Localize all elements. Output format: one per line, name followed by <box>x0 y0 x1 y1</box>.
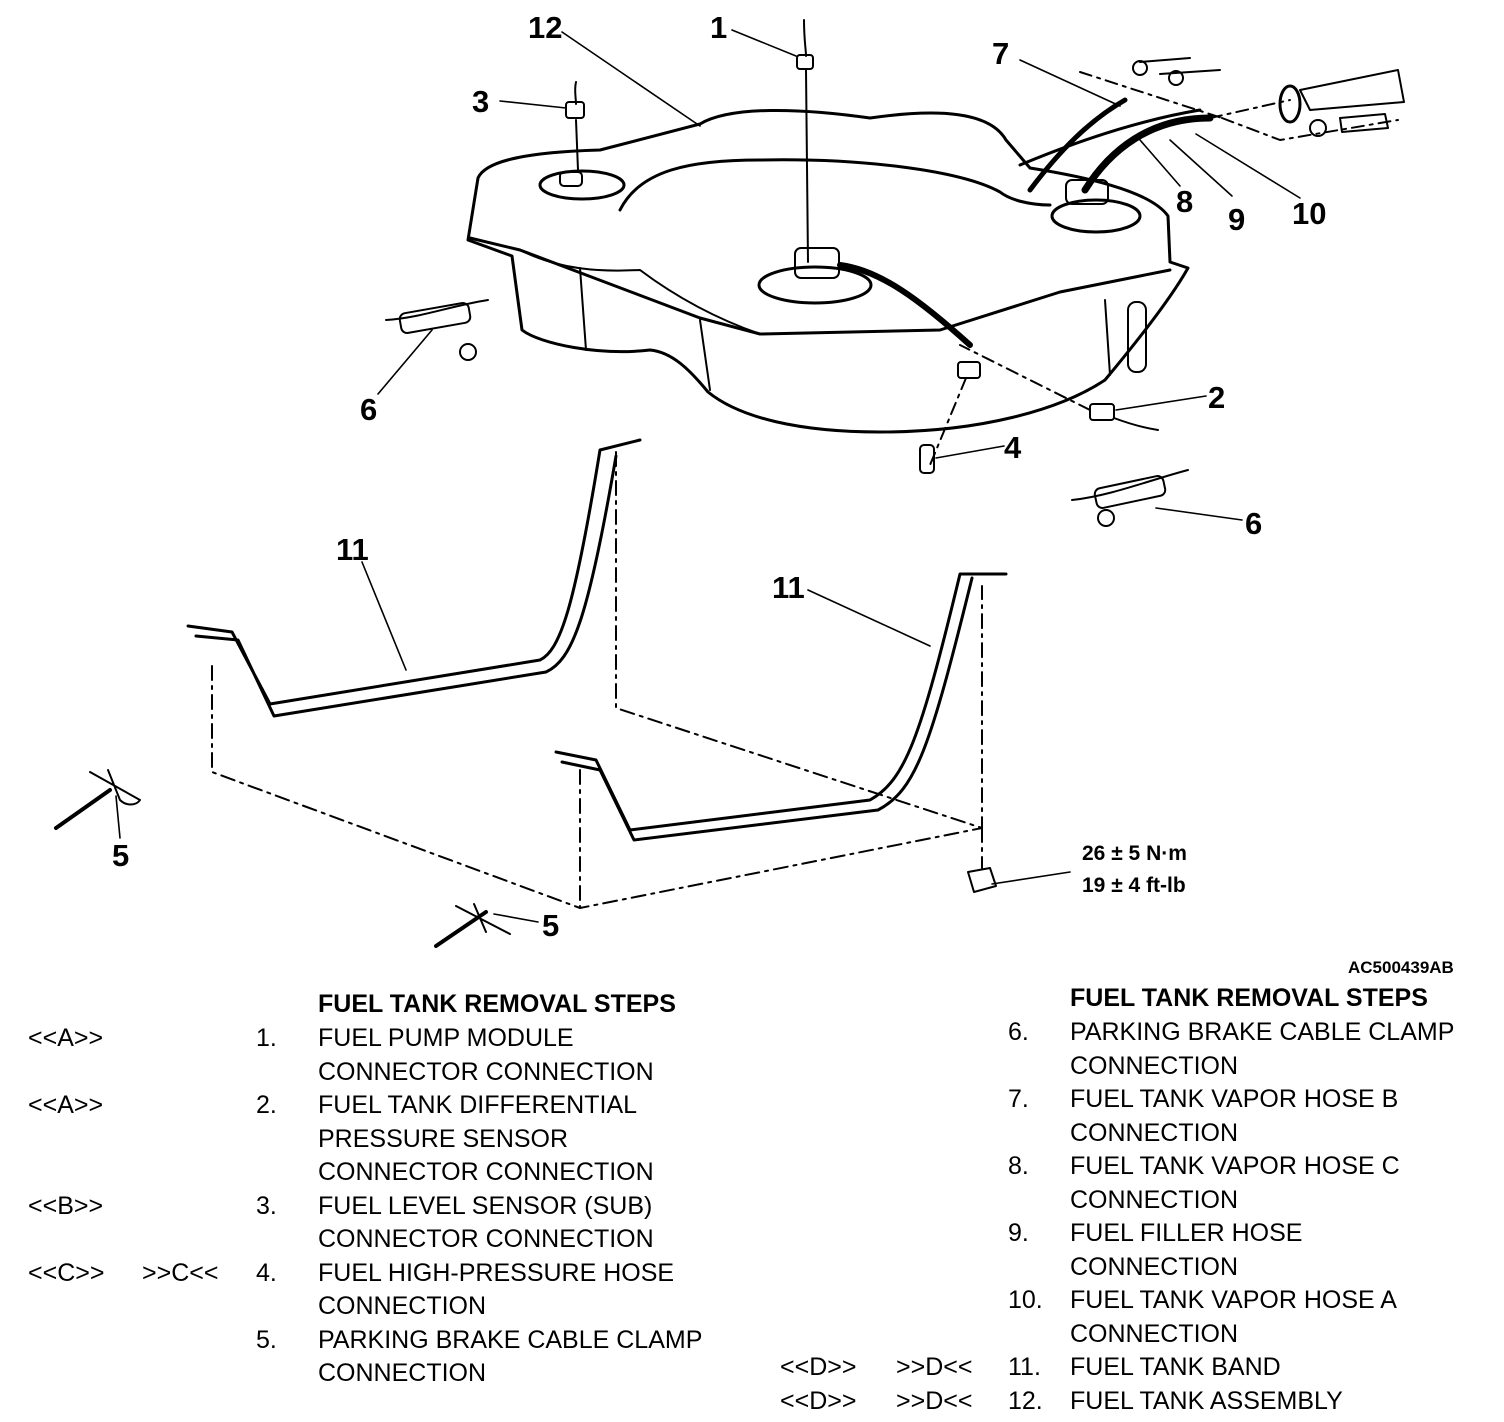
callout-10: 10 <box>1292 196 1327 231</box>
step-code: <<D>> <box>780 1386 857 1415</box>
step-text: FUEL TANK VAPOR HOSE B CONNECTION <box>1070 1085 1399 1147</box>
step-row: 5. PARKING BRAKE CABLE CLAMP CONNECTION <box>0 1324 1504 1391</box>
step-number: 6. <box>1008 1018 1029 1046</box>
step-text: PARKING BRAKE CABLE CLAMP CONNECTION <box>318 1325 703 1388</box>
callout-9: 9 <box>1228 202 1246 237</box>
callout-8: 8 <box>1176 184 1194 219</box>
torque-spec-nm: 26 ± 5 N·m <box>1082 842 1187 865</box>
step-row: <<C>> >>C<< 4. FUEL HIGH-PRESSURE HOSE CONN… <box>0 1257 1504 1324</box>
step-row: 7. FUEL TANK VAPOR HOSE B CONNECTION <box>0 1083 1504 1150</box>
step-number: 9. <box>1008 1219 1029 1247</box>
fuel-level-sensor-connector <box>565 101 585 119</box>
band-mounting-nut <box>967 867 997 893</box>
tank-top-ridge <box>618 158 1052 212</box>
callout-5-right: 5 <box>542 908 560 943</box>
fuel-filler-hose <box>1081 114 1214 194</box>
parking-brake-bolt-left <box>54 788 112 830</box>
fuel-tank-exploded-diagram <box>54 19 1405 948</box>
step-text: FUEL TANK DIFFERENTIAL PRESSURE SENSOR C… <box>318 1091 654 1186</box>
step-code-secondary: >>D<< <box>896 1353 973 1381</box>
step-code: <<A>> <box>28 1024 104 1052</box>
step-number: 11. <box>1008 1353 1041 1381</box>
step-number: 5. <box>256 1325 277 1354</box>
left-steps-heading: FUEL TANK REMOVAL STEPS <box>318 990 676 1018</box>
step-row: 10. FUEL TANK VAPOR HOSE A CONNECTION <box>0 1284 1504 1351</box>
step-text: FUEL TANK BAND <box>1070 1353 1281 1381</box>
step-row: 9. FUEL FILLER HOSE CONNECTION <box>0 1217 1504 1284</box>
fuel-level-sensor-port <box>538 169 626 201</box>
step-code: <<D>> <box>780 1353 857 1381</box>
callout-6-right: 6 <box>1245 506 1263 541</box>
step-text: FUEL PUMP MODULE CONNECTOR CONNECTION <box>318 1024 654 1086</box>
callout-11-right: 11 <box>772 570 805 605</box>
vapor-hose-c <box>1018 108 1202 167</box>
step-row: <<B>> 3. FUEL LEVEL SENSOR (SUB) CONNECTOR… <box>0 1190 1504 1257</box>
parking-brake-clamp-right <box>1093 475 1167 509</box>
step-text: FUEL LEVEL SENSOR (SUB) CONNECTOR CONNEC… <box>318 1191 654 1254</box>
step-code-secondary: >>C<< <box>142 1258 219 1287</box>
tank-seam <box>468 236 1172 336</box>
callout-4: 4 <box>1004 430 1022 465</box>
vapor-hose-b <box>1027 97 1128 193</box>
callout-7: 7 <box>992 36 1010 71</box>
step-row: <<D>> >>D<< 12. FUEL TANK ASSEMBLY <box>0 1385 1504 1419</box>
step-text: FUEL TANK ASSEMBLY <box>1070 1386 1343 1415</box>
step-code: <<C>> <box>28 1258 105 1287</box>
fuel-tank-body <box>466 108 1190 434</box>
callout-11-left: 11 <box>336 532 369 567</box>
step-number: 2. <box>256 1091 277 1119</box>
step-number: 3. <box>256 1191 277 1220</box>
fuel-pump-connector <box>796 54 814 70</box>
step-code: <<B>> <box>28 1191 104 1220</box>
step-number: 4. <box>256 1258 277 1287</box>
step-row: <<A>> 1. FUEL PUMP MODULE CONNECTOR CONNEC… <box>0 1022 1504 1089</box>
parking-brake-clamp-left <box>398 302 472 334</box>
fuel-tank-band-right <box>554 572 1008 842</box>
main-sensor-port <box>1050 198 1142 234</box>
figure-code: AC500439AB <box>1348 958 1454 977</box>
callout-1: 1 <box>710 10 728 45</box>
step-number: 1. <box>256 1024 277 1052</box>
step-row: <<A>> 2. FUEL TANK DIFFERENTIAL PRESSURE S… <box>0 1089 1504 1190</box>
step-row: <<D>> >>D<< 11. FUEL TANK BAND <box>0 1351 1504 1385</box>
step-text: FUEL TANK VAPOR HOSE C CONNECTION <box>1070 1152 1400 1214</box>
step-row: 8. FUEL TANK VAPOR HOSE C CONNECTION <box>0 1150 1504 1217</box>
fuel-tank-band-left <box>186 438 642 718</box>
step-text: FUEL FILLER HOSE CONNECTION <box>1070 1219 1303 1281</box>
step-text: FUEL HIGH-PRESSURE HOSE CONNECTION <box>318 1258 675 1321</box>
step-code-secondary: >>D<< <box>896 1386 973 1415</box>
step-number: 7. <box>1008 1085 1029 1113</box>
fuel-pump-module-port <box>757 265 873 305</box>
step-row: 6. PARKING BRAKE CABLE CLAMP CONNECTION <box>0 1016 1504 1083</box>
callout-3: 3 <box>472 84 490 119</box>
callout-6-left: 6 <box>360 392 378 427</box>
step-number: 12. <box>1008 1386 1043 1415</box>
parking-brake-bolt-right <box>434 910 488 948</box>
step-code: <<A>> <box>28 1091 104 1119</box>
torque-spec-ftlb: 19 ± 4 ft-lb <box>1082 874 1186 897</box>
right-steps-heading: FUEL TANK REMOVAL STEPS <box>1070 984 1428 1012</box>
differential-pressure-connector <box>1089 403 1115 421</box>
step-text: FUEL TANK VAPOR HOSE A CONNECTION <box>1070 1286 1397 1348</box>
step-number: 10. <box>1008 1286 1043 1314</box>
callout-12: 12 <box>528 10 563 45</box>
step-text: PARKING BRAKE CABLE CLAMP CONNECTION <box>1070 1018 1455 1080</box>
callout-2: 2 <box>1208 380 1226 415</box>
fuel-line-to-pump <box>837 262 973 348</box>
step-number: 8. <box>1008 1152 1029 1180</box>
callout-5-left: 5 <box>112 838 130 873</box>
